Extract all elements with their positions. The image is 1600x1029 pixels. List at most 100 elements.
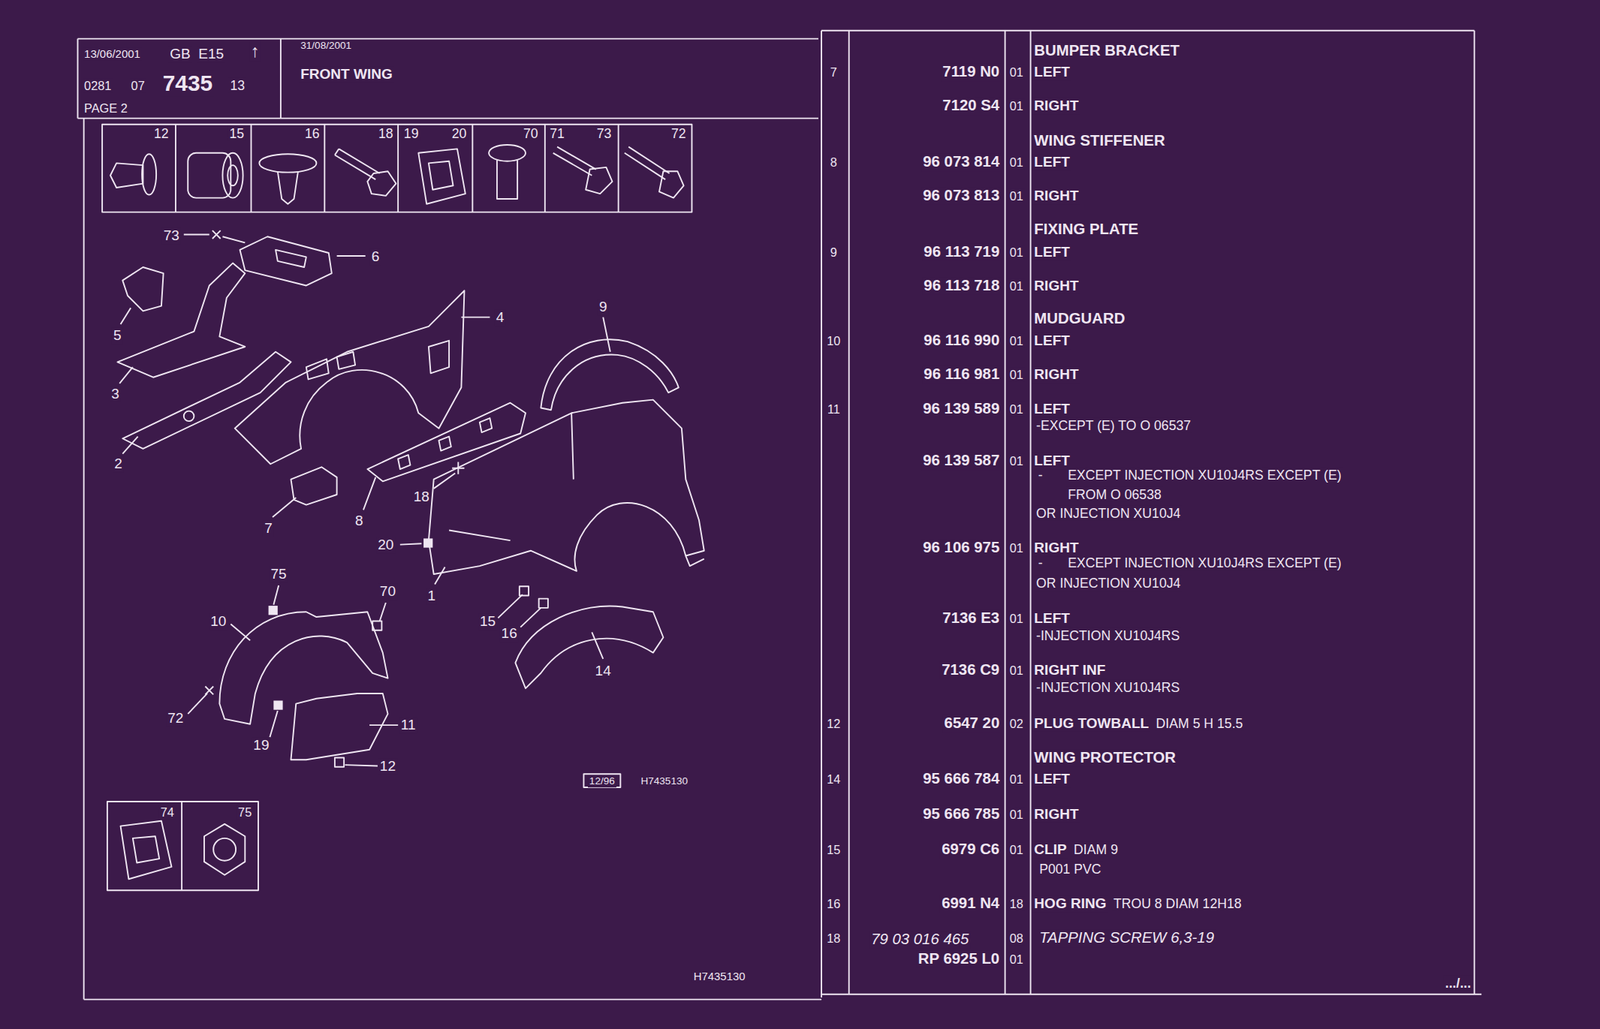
note: P001 PVC: [1037, 861, 1103, 877]
icon-number: 72: [669, 126, 688, 142]
part-desc: CLIP: [1032, 841, 1068, 859]
icon-number: 20: [450, 126, 469, 142]
header-text: ↑: [249, 41, 262, 62]
part-desc: LEFT: [1032, 332, 1072, 350]
quantity: 01: [1008, 244, 1025, 260]
callout-number: 7: [262, 520, 275, 537]
page-title: FRONT WING: [298, 66, 395, 83]
callout-number: 20: [376, 536, 395, 554]
ref-number: 18: [825, 931, 842, 947]
callout-number: 3: [109, 385, 121, 403]
icon-number: 12: [152, 126, 171, 142]
icon-number: 15: [227, 126, 246, 142]
part-number: 95 666 784: [921, 771, 1001, 789]
part-number: 6979 C6: [940, 840, 1001, 859]
callout-number: 4: [494, 309, 507, 326]
ref-number: 14: [825, 772, 842, 787]
quantity: 01: [1008, 189, 1025, 204]
callout-number: 12: [378, 758, 398, 775]
quantity: 01: [1008, 367, 1025, 382]
part-desc: RIGHT: [1032, 539, 1080, 557]
callout-number: 8: [353, 513, 365, 531]
part-heading: WING PROTECTOR: [1032, 749, 1178, 767]
header-text: 7435: [161, 70, 214, 97]
callout-number: 75: [268, 566, 288, 583]
part-number: 7136 C9: [940, 661, 1001, 679]
part-heading: WING STIFFENER: [1032, 132, 1167, 150]
quantity: 01: [1008, 540, 1025, 555]
icon-number: 16: [303, 126, 322, 142]
part-desc: RIGHT: [1032, 277, 1080, 295]
part-number: 6547 20: [943, 714, 1002, 733]
quantity: 01: [1008, 99, 1025, 114]
callout-number: 9: [597, 298, 609, 316]
note: TROU 8 DIAM 12H18: [1111, 896, 1244, 912]
quantity: 01: [1008, 402, 1025, 417]
ref-number: 7: [828, 65, 839, 80]
ref-number: 15: [825, 843, 842, 858]
header-text: 31/08/2001: [298, 39, 353, 52]
part-heading: BUMPER BRACKET: [1032, 42, 1182, 60]
part-desc: RIGHT: [1032, 97, 1080, 115]
icon-number: 73: [595, 126, 614, 142]
part-desc: PLUG TOWBALL: [1032, 715, 1151, 733]
part-desc: TAPPING SCREW 6,3-19: [1037, 930, 1216, 948]
part-number: 7120 S4: [940, 97, 1001, 115]
callout-number: 2: [112, 455, 124, 473]
part-number: 96 073 814: [921, 153, 1001, 171]
part-number: 96 106 975: [921, 539, 1001, 557]
part-number: 79 03 016 465: [869, 931, 971, 949]
note: OR INJECTION XU10J4: [1034, 575, 1182, 591]
icon-number: 71: [548, 126, 567, 142]
quantity: 01: [1008, 843, 1025, 858]
callout-number: 15: [478, 613, 498, 630]
ref-number: 8: [828, 155, 839, 170]
part-number: 96 073 813: [921, 186, 1001, 205]
header-text: 13/06/2001: [82, 47, 142, 61]
part-desc: RIGHT INF: [1032, 662, 1107, 679]
callout-number: 16: [500, 625, 519, 642]
ref-number: 16: [825, 897, 842, 912]
part-number: 96 139 587: [921, 452, 1001, 471]
quantity: 01: [1008, 772, 1025, 787]
header-text: PAGE 2: [82, 101, 130, 116]
callout-number: 70: [378, 583, 398, 600]
note: -: [1036, 467, 1045, 483]
part-desc: LEFT: [1032, 452, 1072, 470]
header-text: 13: [228, 78, 247, 94]
part-desc: LEFT: [1032, 400, 1072, 418]
part-desc: RIGHT: [1032, 366, 1080, 383]
header-text: 0281: [82, 78, 113, 94]
part-desc: LEFT: [1032, 244, 1072, 261]
part-number: 6991 N4: [940, 894, 1001, 913]
quantity: 01: [1008, 65, 1025, 80]
quantity: 02: [1008, 716, 1025, 731]
icon-number: 70: [521, 126, 540, 142]
part-number: 96 116 981: [922, 365, 1001, 383]
callout-number: 18: [412, 488, 431, 506]
part-desc: LEFT: [1032, 771, 1072, 788]
quantity: 01: [1008, 611, 1025, 626]
drawing-ref: H7435130: [692, 970, 748, 983]
part-desc: HOG RING: [1032, 895, 1108, 913]
note: -INJECTION XU10J4RS: [1034, 628, 1182, 644]
note: OR INJECTION XU10J4: [1034, 505, 1182, 521]
callout-number: 5: [111, 327, 124, 344]
header-text: GB: [168, 45, 192, 63]
part-number: 7136 E3: [940, 609, 1001, 627]
note: -INJECTION XU10J4RS: [1034, 680, 1182, 696]
note: DIAM 9: [1072, 842, 1120, 858]
part-number: 96 139 589: [921, 400, 1001, 418]
icon-number: 75: [236, 804, 254, 820]
ref-number: 10: [825, 334, 842, 349]
continuation-mark: .../...: [1443, 976, 1473, 992]
note: -: [1036, 555, 1045, 571]
ref-number: 12: [825, 716, 842, 731]
callout-number: 73: [162, 227, 181, 245]
note: EXCEPT INJECTION XU10J4RS EXCEPT (E): [1066, 555, 1343, 571]
part-number: 96 113 719: [922, 243, 1001, 261]
callout-number: 10: [208, 613, 228, 630]
quantity: 01: [1008, 155, 1025, 170]
icon-number: 18: [376, 126, 395, 142]
